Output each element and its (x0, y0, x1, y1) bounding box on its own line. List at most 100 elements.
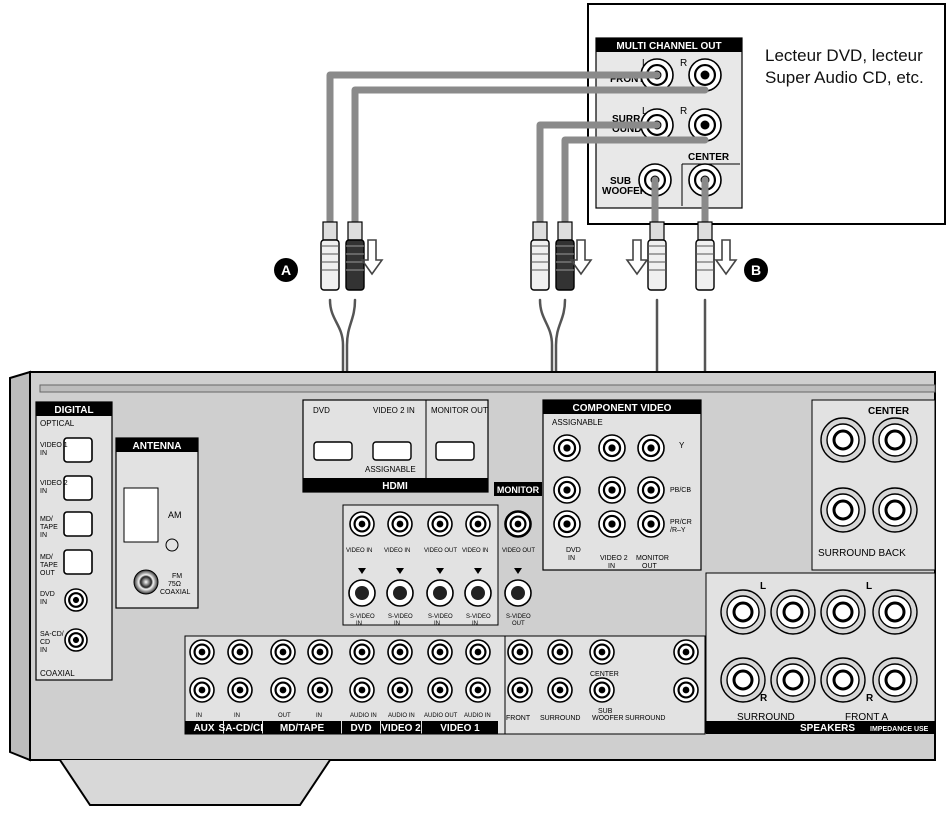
antenna-title: ANTENNA (133, 441, 182, 452)
bar-sacd: SA-CD/CD (219, 723, 268, 734)
hdmi-dvd-label: DVD (313, 406, 330, 415)
speaker-terminal-4[interactable] (872, 487, 918, 533)
speaker-terminal-10[interactable] (770, 657, 816, 703)
speaker-terminal-7[interactable] (820, 589, 866, 635)
optical-label: OPTICAL (40, 419, 75, 428)
component-jack-7[interactable] (553, 510, 581, 538)
component-jack-8[interactable] (598, 510, 626, 538)
component-jack-1[interactable] (553, 434, 581, 462)
component-jack-4[interactable] (553, 476, 581, 504)
multich-jack-1[interactable] (507, 639, 533, 665)
plug-surround-left (530, 221, 550, 291)
player-surround-left-label: L (642, 106, 648, 117)
multich-jack-7[interactable] (673, 639, 699, 665)
video-jack-4[interactable] (465, 511, 491, 537)
speakers-surround-label: SURROUND (737, 712, 795, 723)
coaxial-label: COAXIAL (40, 669, 75, 678)
audio-jack-bottom-3[interactable] (270, 677, 296, 703)
hdmi-assignable-label: ASSIGNABLE (365, 465, 416, 474)
audio-jack-bottom-1[interactable] (189, 677, 215, 703)
component-jack-3[interactable] (637, 434, 665, 462)
optical-video2-in-port[interactable] (63, 475, 93, 501)
multich-jack-5[interactable] (589, 639, 615, 665)
surr-line1: SURR (612, 114, 641, 125)
multich-jack-3[interactable] (507, 677, 533, 703)
receiver-foot (59, 759, 331, 806)
multich-jack-2[interactable] (547, 639, 573, 665)
arrow-c (625, 239, 649, 276)
plug-surround-right (555, 221, 575, 291)
direction-arrows (360, 239, 738, 276)
audio-jack-top-1[interactable] (189, 639, 215, 665)
speaker-terminal-1[interactable] (820, 417, 866, 463)
coaxial-dvd-in-jack[interactable] (64, 588, 88, 612)
front-right-letter: R (866, 693, 874, 704)
hdmi-title: HDMI (382, 481, 408, 492)
player-surround-right-jack[interactable] (688, 108, 722, 142)
component-jack-9[interactable] (637, 510, 665, 538)
speaker-terminal-12[interactable] (872, 657, 918, 703)
video-jack-1[interactable] (349, 511, 375, 537)
audio-jack-bottom-4[interactable] (307, 677, 333, 703)
player-front-right-jack[interactable] (688, 58, 722, 92)
component-jack-6[interactable] (637, 476, 665, 504)
speaker-terminal-3[interactable] (820, 487, 866, 533)
multich-jack-6[interactable] (589, 677, 615, 703)
multich-jack-8[interactable] (673, 677, 699, 703)
audio-jack-bottom-6[interactable] (387, 677, 413, 703)
speakers-fronta-label: FRONT A (845, 712, 888, 723)
speaker-terminal-11[interactable] (820, 657, 866, 703)
coaxial-sacd-in-jack[interactable] (64, 628, 88, 652)
preout-center-label: CENTER (590, 671, 619, 678)
optical-mdtape-out-port[interactable] (63, 549, 93, 575)
video-jack-1-label: VIDEO IN (346, 548, 372, 554)
audio-jack-top-7[interactable] (427, 639, 453, 665)
preout-surround-label: SURROUND (625, 715, 665, 722)
multich-jack-4[interactable] (547, 677, 573, 703)
audio-jack-top-4[interactable] (307, 639, 333, 665)
speaker-terminal-8[interactable] (872, 589, 918, 635)
cable-surround-right (561, 136, 709, 226)
audio-jack-top-2[interactable] (227, 639, 253, 665)
hdmi-monitor-port[interactable] (435, 441, 475, 461)
speaker-terminal-5[interactable] (720, 589, 766, 635)
video-jack-3[interactable] (427, 511, 453, 537)
plug-center (695, 221, 715, 291)
hdmi-video2-label: VIDEO 2 IN (373, 406, 415, 415)
multich-jacks (507, 639, 699, 703)
plug-front-left (320, 221, 340, 291)
audio-io-label-4: IN (316, 713, 322, 719)
hdmi-dvd-port[interactable] (313, 441, 353, 461)
component-assignable: ASSIGNABLE (552, 418, 603, 427)
speaker-terminal-2[interactable] (872, 417, 918, 463)
video-jack-2[interactable] (387, 511, 413, 537)
speaker-terminal-6[interactable] (770, 589, 816, 635)
audio-jack-bottom-5[interactable] (349, 677, 375, 703)
optical-video1-in-port[interactable] (63, 437, 93, 463)
multich-front-label: FRONT (506, 715, 531, 722)
optical-mdtape-in-port[interactable] (63, 511, 93, 537)
speaker-terminal-9[interactable] (720, 657, 766, 703)
video-jack-5[interactable] (505, 511, 531, 537)
audio-jack-top-8[interactable] (465, 639, 491, 665)
front-left-letter: L (866, 581, 872, 592)
speakers-center-label: CENTER (868, 406, 910, 417)
audio-jack-top-6[interactable] (387, 639, 413, 665)
audio-jack-bottom-7[interactable] (427, 677, 453, 703)
hdmi-video2-port[interactable] (372, 441, 412, 461)
audio-jack-bottom-8[interactable] (465, 677, 491, 703)
audio-jack-top-3[interactable] (270, 639, 296, 665)
cable-front-right (351, 86, 709, 226)
audio-jack-top-5[interactable] (349, 639, 375, 665)
component-jack-2[interactable] (598, 434, 626, 462)
video-jack-3-label: VIDEO OUT (424, 548, 457, 554)
component-jack-5[interactable] (598, 476, 626, 504)
caption-line-1: Lecteur DVD, lecteur (765, 46, 923, 65)
audio-jack-bottom-2[interactable] (227, 677, 253, 703)
player-front-label: FRONT (610, 74, 644, 85)
